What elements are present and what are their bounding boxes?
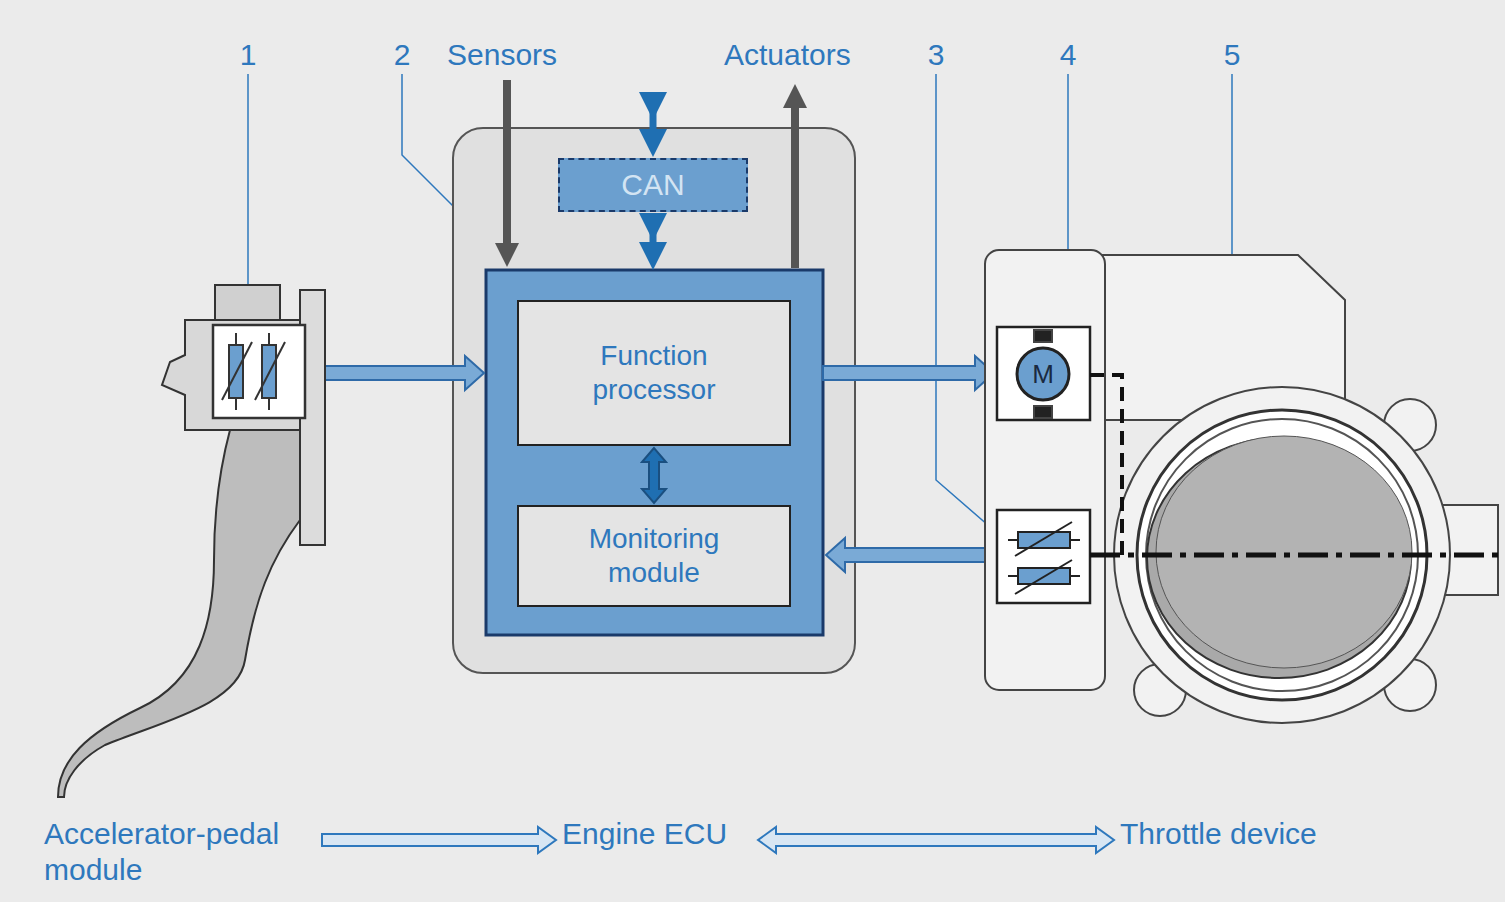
accelerator-pedal [58, 285, 325, 797]
caption-node: Throttle device [1120, 816, 1360, 864]
signal-label: Sensors [447, 40, 557, 70]
callout-number: 5 [1224, 40, 1241, 70]
function-box: Monitoring module [517, 505, 791, 607]
node-text: Monitoring module [554, 522, 754, 589]
caption-node: Accelerator-pedal module [44, 816, 316, 896]
callout-number: 3 [928, 40, 945, 70]
callout-number: 1 [240, 40, 257, 70]
actuators-arrow [791, 96, 799, 268]
caption-node: Engine ECU [562, 816, 752, 864]
node-text: Throttle device [1120, 816, 1317, 852]
function-box: Function processor [517, 300, 791, 446]
sensors-arrow [503, 80, 511, 255]
callout-number: 4 [1060, 40, 1077, 70]
node-text: Engine ECU [562, 816, 727, 852]
connector-arrow [322, 827, 556, 853]
ecu-core [486, 270, 823, 635]
throttle-device [985, 250, 1500, 723]
function-box: CAN [558, 158, 748, 212]
position-sensor-symbol [1008, 522, 1080, 594]
connector-arrow [758, 827, 1114, 853]
connector-arrow [642, 448, 666, 503]
node-text: Function processor [554, 339, 754, 406]
signal-label: Actuators [724, 40, 851, 70]
node-text: Accelerator-pedal module [44, 816, 316, 888]
potentiometer-symbol [222, 333, 285, 410]
callout-number: 2 [394, 40, 411, 70]
motor-symbol-letter: M [1032, 361, 1054, 387]
node-text: CAN [621, 167, 684, 203]
